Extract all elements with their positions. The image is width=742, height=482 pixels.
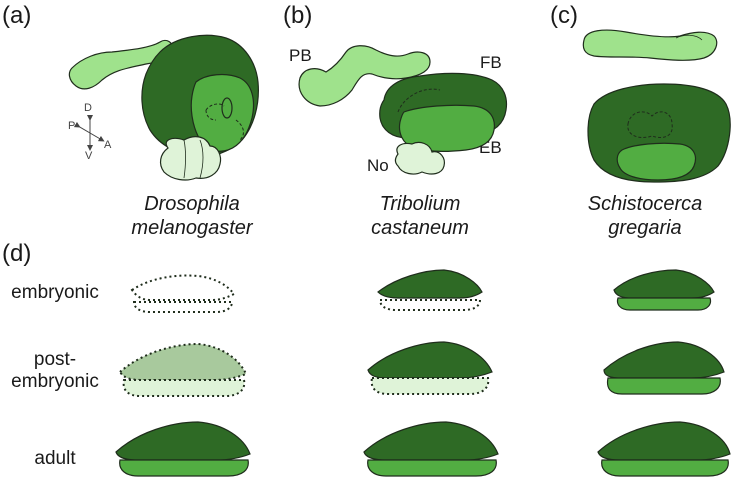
tribolium-post-embryonic [367,341,493,395]
panel-label-d: (d) [2,240,32,267]
tribolium-protocerebral-bridge [298,45,431,107]
axis-label-ventral: V [85,150,93,162]
drosophila-post-embryonic [118,342,248,397]
tribolium-adult [363,421,499,477]
orientation-axes-icon [73,115,105,151]
schistocerca-ellipsoid-body [616,142,697,181]
label-noduli: No [367,156,389,175]
drosophila-hidden-outline [205,103,244,141]
species-drosophila-epithet: melanogaster [131,217,253,239]
schistocerca-adult [597,421,731,477]
schistocerca-post-embryonic [603,341,725,395]
species-schistocerca-genus: Schistocerca [587,193,703,215]
schistocerca-embryonic [613,269,715,311]
panel-label-c: (c) [550,2,578,29]
species-tribolium-epithet: castaneum [371,217,469,239]
species-schistocerca-epithet: gregaria [608,217,682,239]
axis-label-posterior: P [68,120,76,132]
drosophila-adult [115,421,251,477]
tribolium-central-complex [298,45,508,175]
species-drosophila-genus: Drosophila [144,193,240,215]
stage-post-embryonic: post- embryonic [0,349,110,393]
tribolium-noduli [394,141,445,175]
stage-post-embryonic-line1: post- [33,349,77,370]
drosophila-ellipsoid-canal [221,97,233,119]
schistocerca-central-complex [582,29,731,183]
label-protocerebral-bridge: PB [289,46,312,65]
tribolium-embryonic [377,269,483,311]
panel-label-a: (a) [2,2,32,29]
drosophila-embryonic [130,274,236,313]
label-fan-shaped-body: FB [480,53,502,72]
species-tribolium: Tribolium castaneum [350,192,490,240]
stage-adult: adult [34,448,76,469]
schistocerca-hidden-outline [627,111,673,138]
drosophila-central-complex [68,34,259,181]
stage-post-embryonic-line2: embryonic [11,371,99,392]
species-drosophila: Drosophila melanogaster [112,192,272,240]
axis-label-anterior: A [104,139,112,151]
species-tribolium-genus: Tribolium [379,193,461,215]
panel-label-b: (b) [283,2,313,29]
species-schistocerca: Schistocerca gregaria [575,192,715,240]
schistocerca-protocerebral-bridge [582,29,718,61]
axis-label-dorsal: D [84,102,92,114]
stage-embryonic: embryonic [11,282,99,303]
tribolium-ellipsoid-body [398,104,495,152]
tribolium-hidden-outline [397,88,441,113]
